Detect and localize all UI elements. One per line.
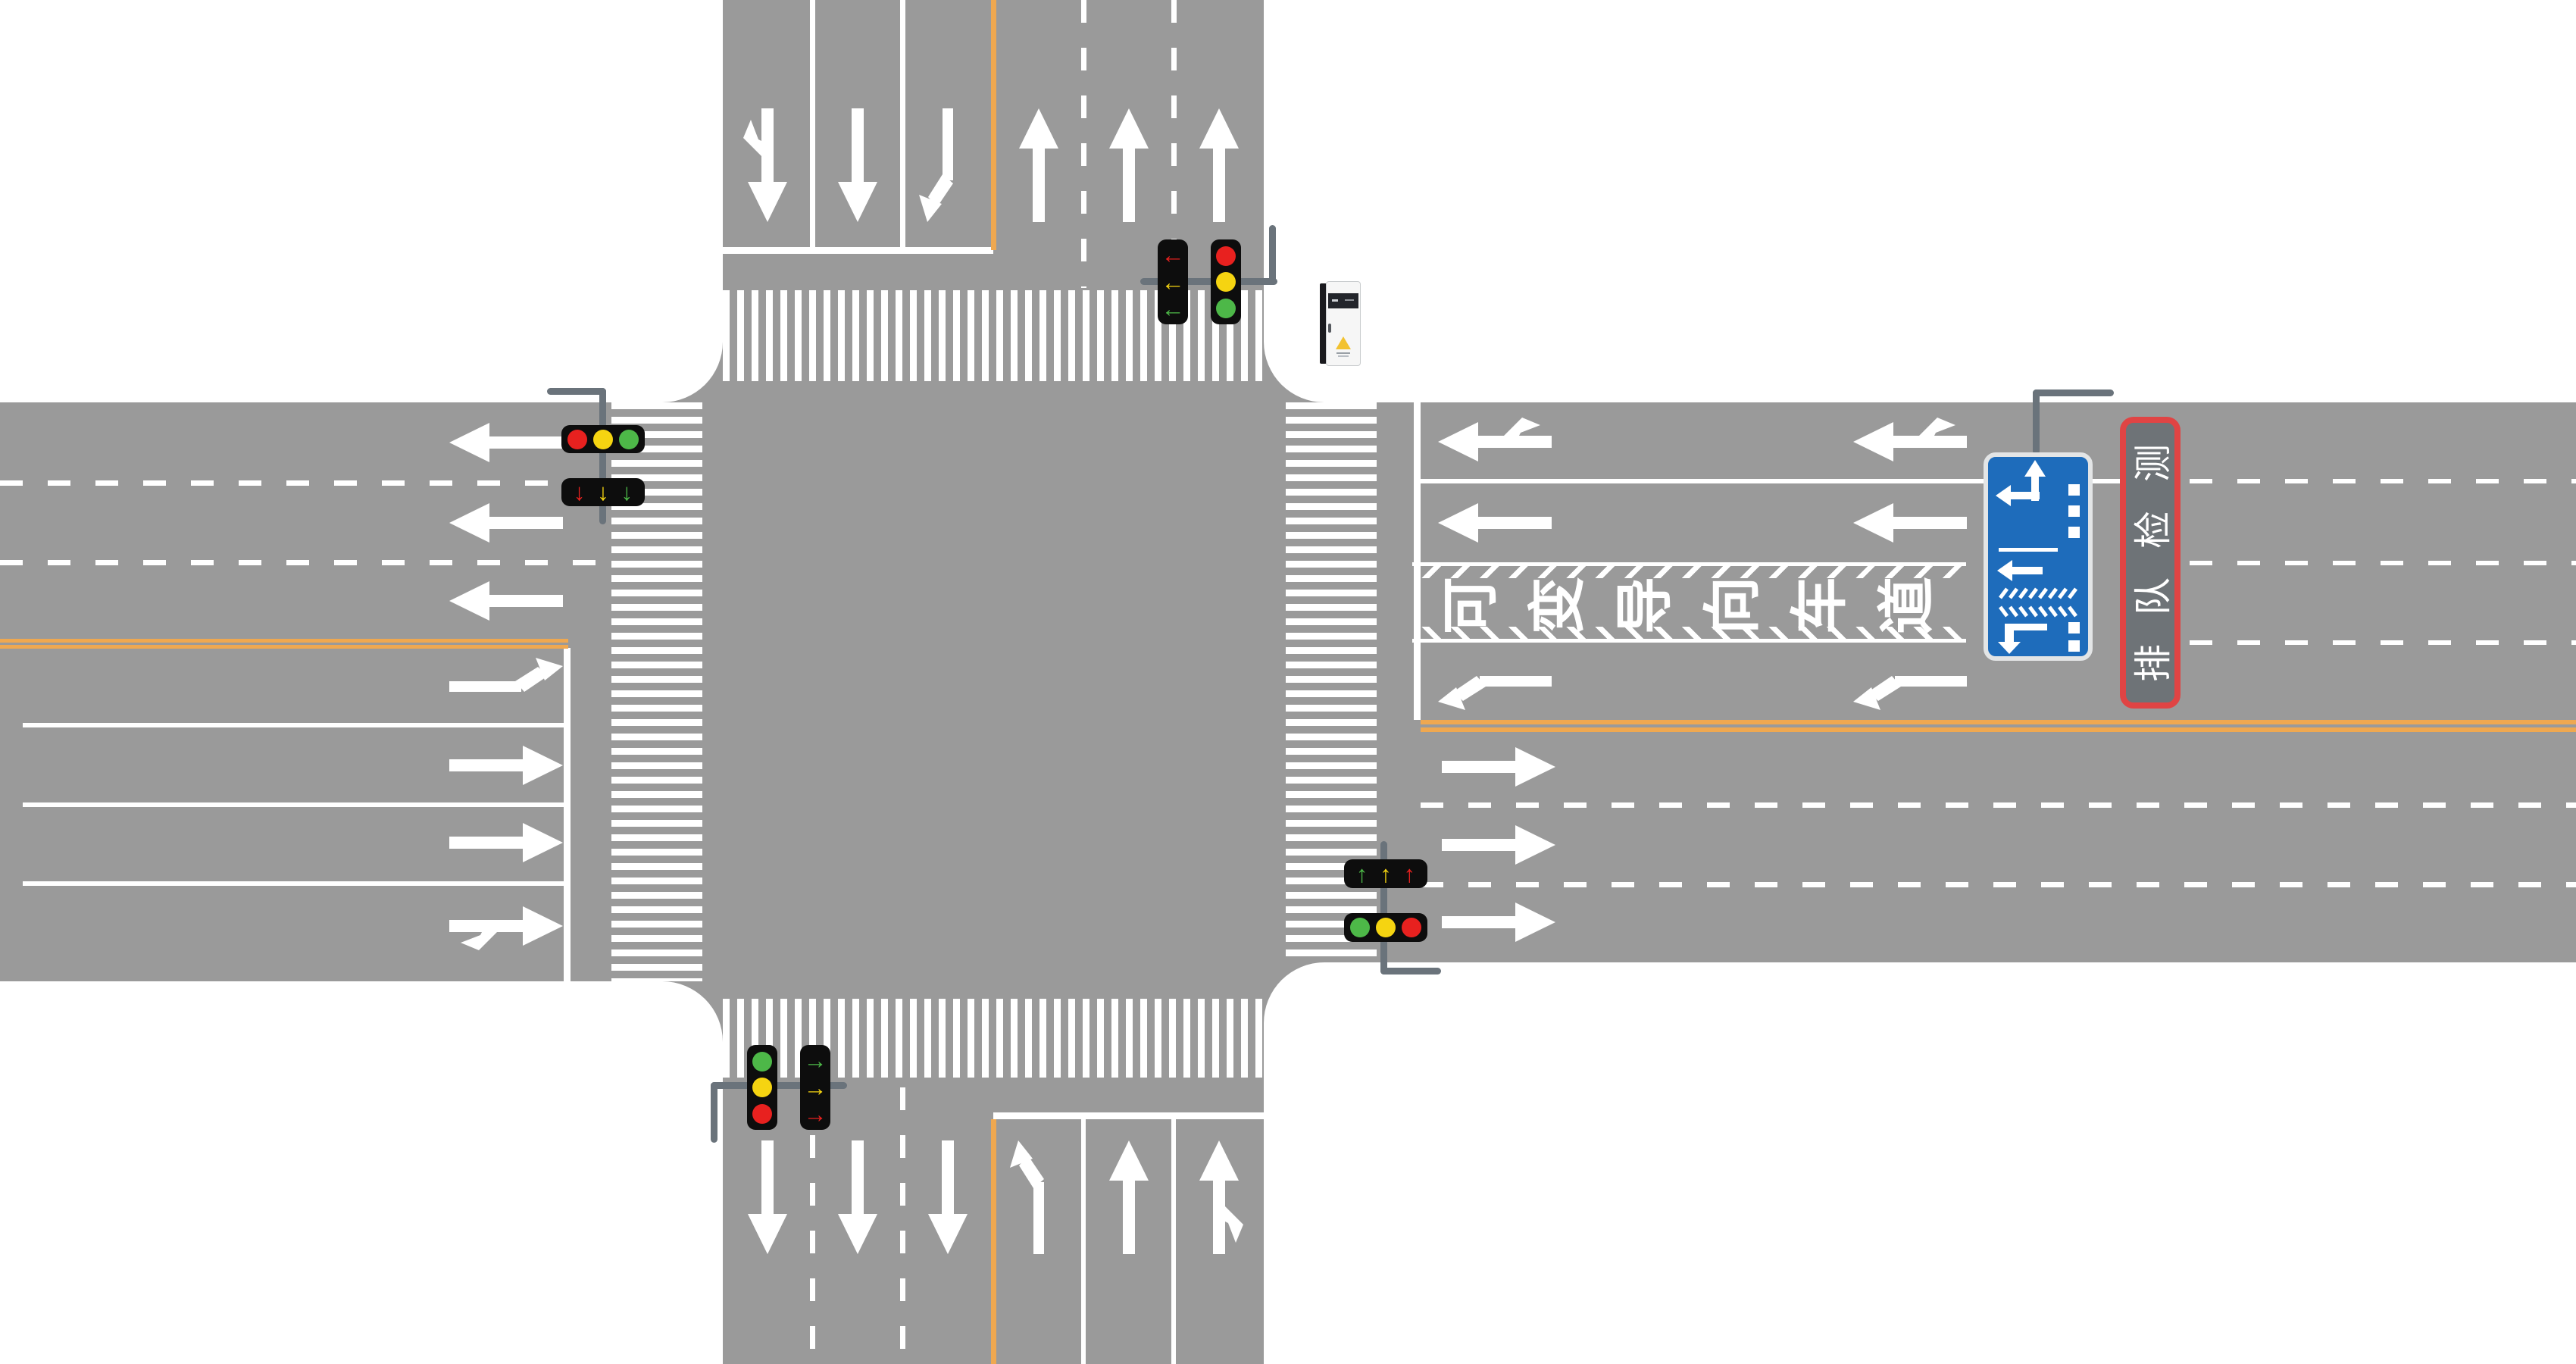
variable-lane-border-top-hatch [1412,566,1966,578]
yellow-up-arrow-lens: ↑ [1380,860,1392,887]
lane-line-east-dashed-far-1 [2190,479,2576,483]
lane-line-east-dashed-2 [1421,882,2576,887]
lane-line-east-solid-1 [1421,479,2178,483]
lane-line-west-dashed-1 [0,480,611,486]
yellow-lens [1216,272,1236,292]
lane-line-north-dashed-2 [1171,0,1177,288]
sign-pole-arm [2033,389,2114,396]
lane-line-south-dashed-2 [900,1087,905,1364]
cabinet-indicator-mark [1345,299,1354,301]
center-line-south [991,1119,996,1364]
signal-pole-south-mast [711,1082,717,1143]
traffic-light-east-arrow: ↑ ↑ ↑ [1344,859,1427,888]
warning-triangle-icon [1336,336,1351,349]
lane-line-east-dashed-far-2 [2190,561,2576,565]
center-line-east-1 [1421,720,2576,724]
red-lens [1216,246,1236,266]
traffic-light-east-round [1344,913,1427,942]
yellow-lens [752,1078,772,1097]
cabinet-handle [1328,324,1331,333]
green-lens [619,429,639,449]
center-line-west-1 [0,639,568,643]
lane-line-east-dashed-far-3 [2190,640,2576,645]
lane-line-west-solid-1 [23,723,564,727]
stop-line-north [723,247,993,254]
lane-line-west-dashed-2 [0,560,611,565]
center-line-north [991,0,996,250]
yellow-right-arrow-lens: → [803,1074,827,1101]
yellow-left-arrow-lens: ← [1161,268,1185,296]
sign-pole-mast [2033,389,2040,455]
center-line-east-2 [1421,727,2576,732]
variable-lane-direction-sign [1984,452,2093,661]
signal-pole-east-mast [1380,841,1387,975]
signal-control-cabinet [1320,281,1361,366]
signal-pole-west-mast [599,388,606,524]
yellow-lens [1376,918,1396,937]
red-down-arrow-lens: ↓ [573,479,586,505]
variable-lane-border-bottom-hatch [1412,627,1966,639]
warning-label-text-line-2 [1338,355,1349,357]
cabinet-logo-mark [1332,299,1338,302]
signal-pole-west-arm [547,388,606,395]
red-lens [1402,918,1421,937]
lane-line-north-dashed-1 [1081,0,1086,288]
traffic-light-south-arrow: →→→ [800,1045,830,1130]
lane-line-south-solid-1 [1081,1119,1086,1364]
yellow-down-arrow-lens: ↓ [597,479,609,505]
stop-line-west [564,648,571,981]
traffic-light-north-round [1211,239,1241,324]
red-lens [567,429,587,449]
variable-lane-border-top-line [1412,562,1966,566]
green-right-arrow-lens: → [803,1046,827,1074]
lane-direction-sign-icon [1996,460,2080,654]
stop-line-east [1414,402,1421,720]
variable-lane-border-bottom-line [1412,639,1966,643]
green-left-arrow-lens: ← [1161,296,1185,323]
queue-detection-sign: 排队检测 [2120,415,2181,709]
green-lens [1350,918,1370,937]
red-right-arrow-lens: → [803,1101,827,1128]
signal-pole-south-arm [711,1082,847,1089]
cabinet-side-panel [1320,283,1327,364]
signal-pole-east-foot [1380,968,1441,975]
lane-line-south-solid-2 [1171,1119,1176,1364]
lane-line-north-solid-1 [810,0,815,249]
green-lens [1216,298,1236,318]
lane-line-west-solid-2 [23,802,564,807]
lane-line-south-dashed-1 [810,1087,815,1364]
traffic-light-west-round [561,425,645,453]
center-line-west-2 [0,645,568,649]
lane-line-west-solid-3 [23,881,564,886]
red-left-arrow-lens: ← [1161,241,1185,268]
green-down-arrow-lens: ↓ [621,479,633,505]
red-up-arrow-lens: ↑ [1403,860,1416,887]
signal-pole-north-arm [1140,278,1277,285]
traffic-light-south-round [747,1045,777,1130]
green-up-arrow-lens: ↑ [1355,860,1368,887]
yellow-lens [593,429,613,449]
cabinet-door [1326,281,1361,366]
queue-detection-sign-label: 排队检测 [2132,415,2174,682]
red-lens [752,1103,772,1124]
signal-pole-north-mast [1269,225,1276,285]
lane-line-north-solid-2 [900,0,905,249]
lane-line-east-dashed-1 [1421,802,2576,808]
warning-label-text-line-1 [1336,352,1350,354]
traffic-light-west-arrow: ↓ ↓ ↓ [561,478,645,506]
green-lens [752,1051,772,1071]
stop-line-south [993,1112,1267,1119]
traffic-light-north-arrow: ←←← [1158,239,1188,324]
cabinet-display-band [1328,293,1358,308]
